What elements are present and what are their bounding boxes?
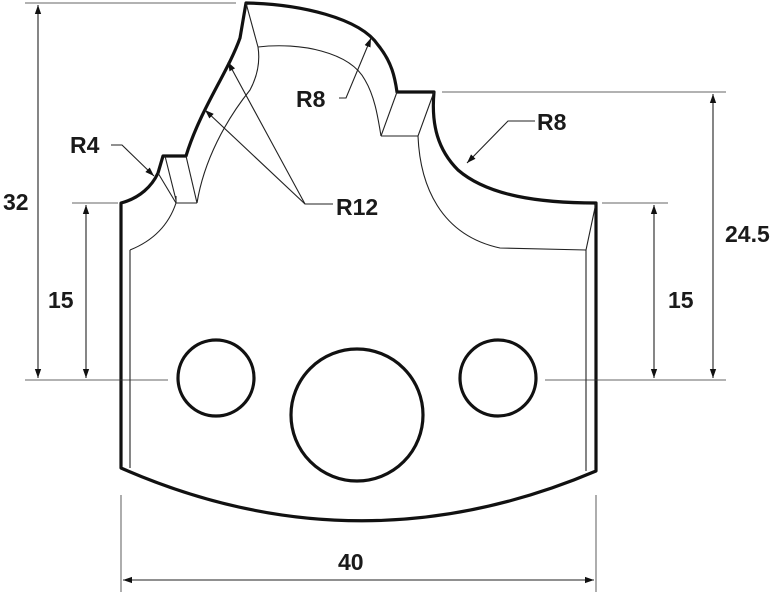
bevel-lines [129, 2, 597, 471]
label-height-32: 32 [3, 189, 29, 215]
label-width-40: 40 [338, 549, 364, 575]
blade-outline [119, 1, 598, 523]
left-hole [176, 338, 256, 418]
center-hole [289, 347, 425, 483]
label-r8-right: R8 [537, 109, 567, 135]
label-height-24-5: 24.5 [725, 221, 770, 247]
label-height-15-left: 15 [48, 287, 74, 313]
label-r12: R12 [336, 194, 378, 220]
leader-r12-lower [204, 109, 306, 205]
leader-r8-right [466, 120, 535, 164]
leader-r8-top [339, 37, 372, 99]
right-hole [458, 338, 538, 418]
label-r4: R4 [70, 132, 100, 158]
leader-r4 [111, 144, 155, 177]
label-height-15-right: 15 [668, 287, 694, 313]
leader-r12-upper [227, 61, 333, 205]
extension-lines [25, 2, 726, 592]
label-r8-top: R8 [296, 86, 326, 112]
